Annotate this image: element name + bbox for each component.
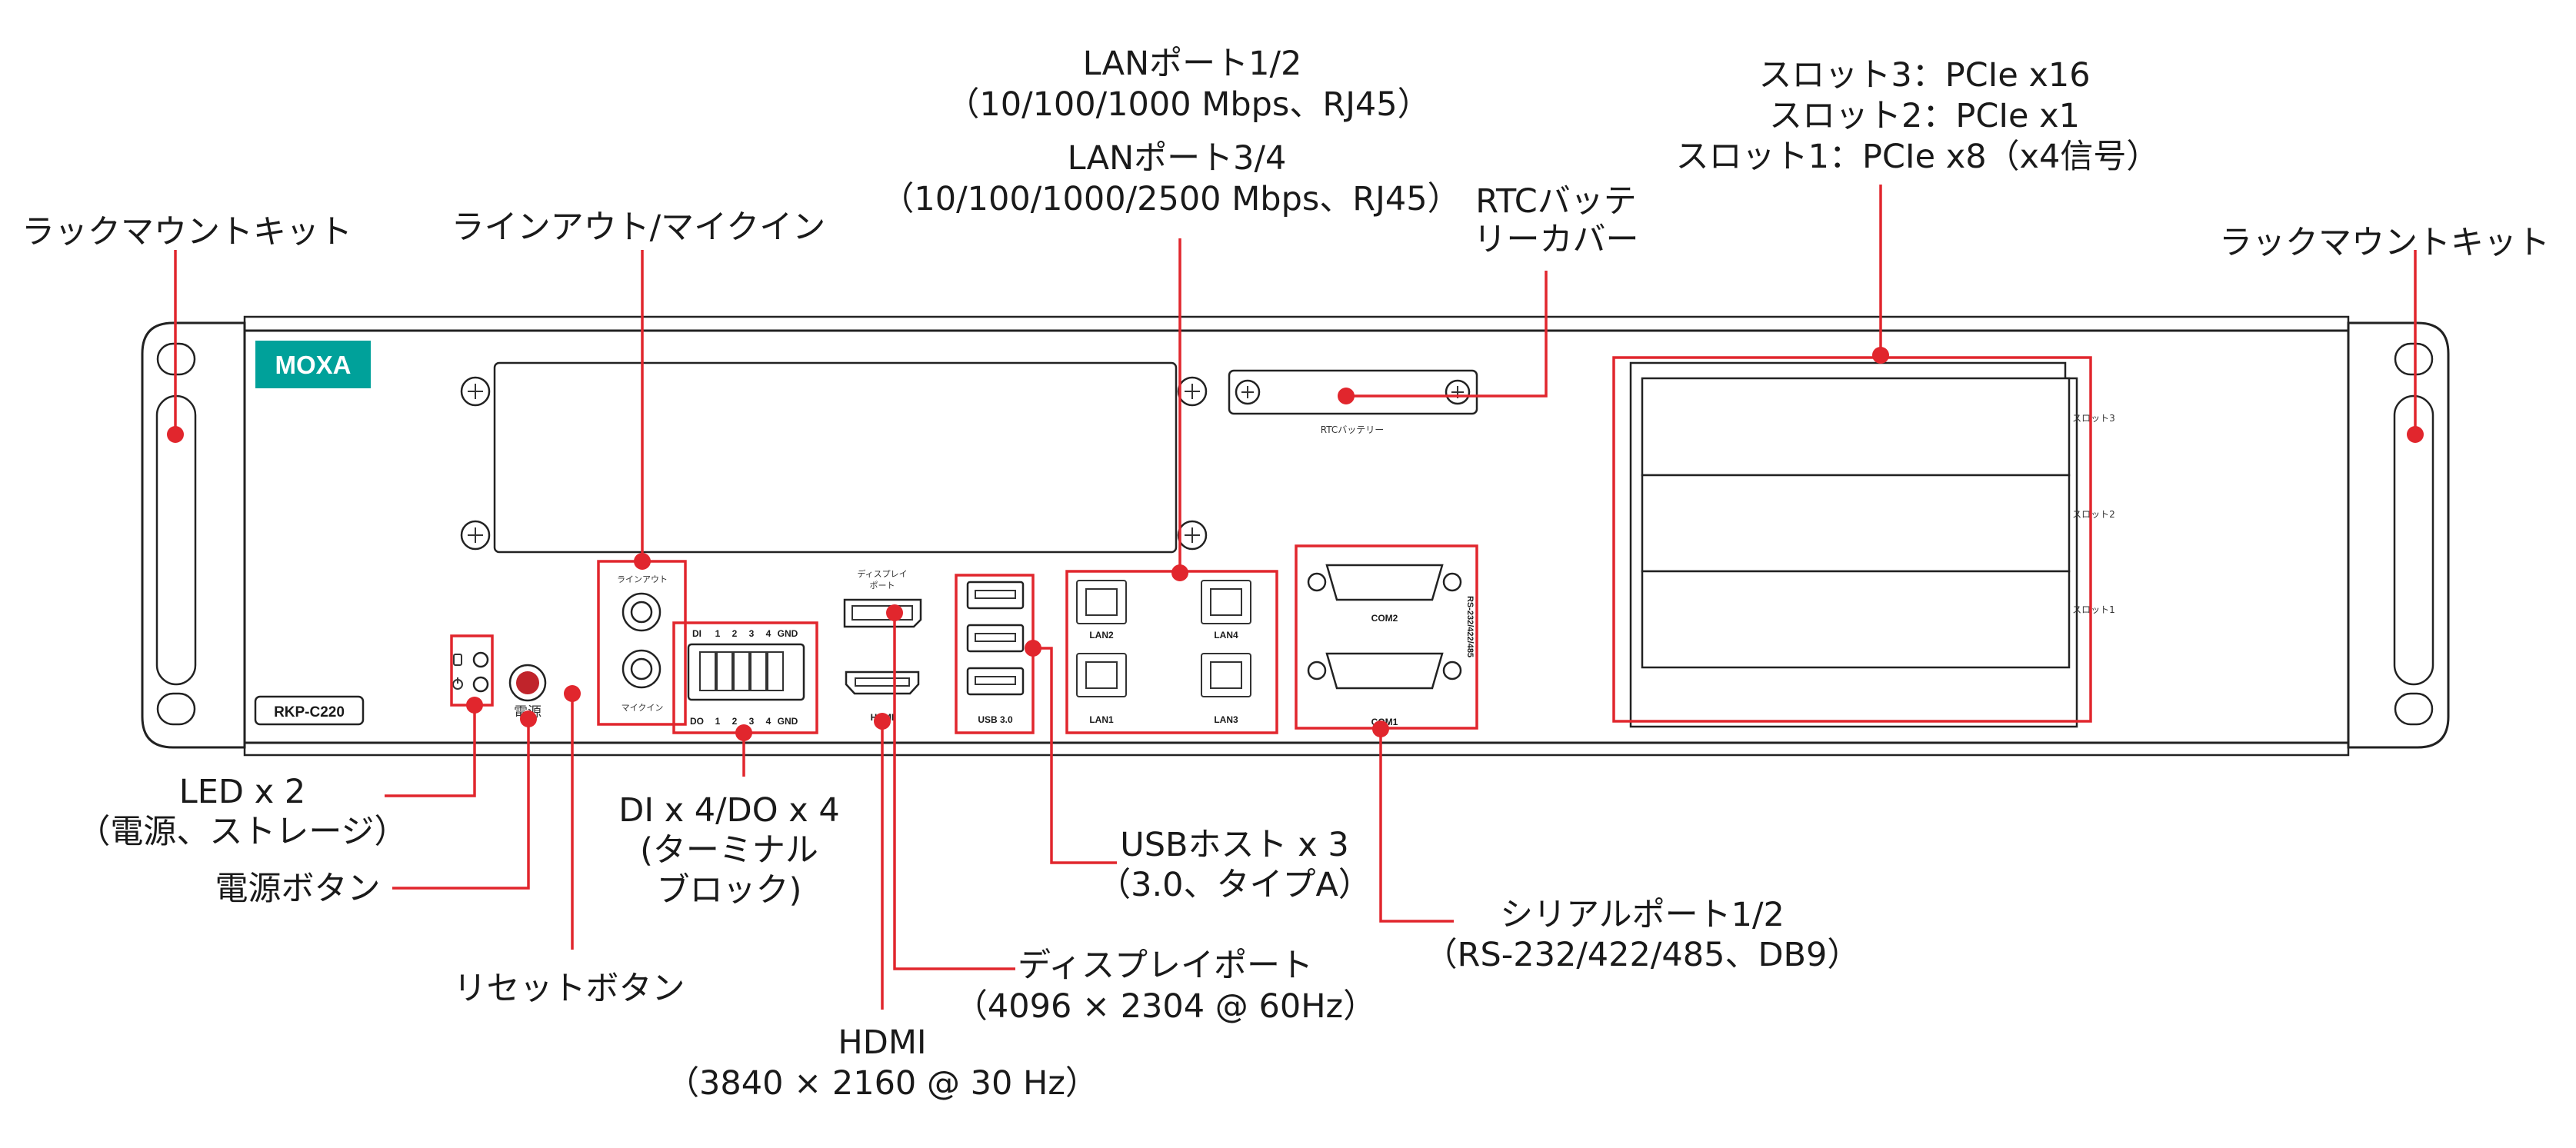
lan12-title: LANポート1/2: [1083, 45, 1302, 83]
power-button-callout: 電源ボタン: [215, 870, 381, 908]
dio-label-line1: DI x 4/DO x 4: [618, 791, 840, 830]
di-label: 3: [749, 628, 755, 639]
hdmi-label-line1: HDMI: [838, 1023, 926, 1062]
serial-label-line1: シリアルポート1/2: [1500, 896, 1785, 934]
rtc-label-line2: リーカバー: [1474, 221, 1639, 259]
di-label: GND: [778, 628, 798, 639]
slots-line2: スロット2：PCIe x1: [1769, 97, 2080, 135]
hdmi-label-line2: （3840 × 2160 @ 30 Hz）: [666, 1064, 1098, 1103]
callout-labels: ラックマウントキット ラックマウントキット ラインアウト/マイクイン LANポー…: [22, 45, 2550, 1103]
slot3-panel-label: スロット3: [2072, 413, 2115, 424]
mic-in-panel-label: マイクイン: [622, 703, 664, 713]
rack-right-label: ラックマウントキット: [2219, 224, 2550, 262]
di-label: 2: [732, 628, 738, 639]
lan-ports: LAN2 LAN4 LAN1 LAN3: [1076, 580, 1251, 725]
dp-panel-label: ポート: [870, 581, 895, 591]
dio-label-line2: (ターミナル: [640, 831, 818, 870]
screw-icon: [460, 376, 1208, 551]
lan4-panel-label: LAN4: [1214, 630, 1238, 641]
di-label: DI: [692, 628, 701, 639]
chassis: MOXA RTCバッテリー スロット3 スロット2: [141, 315, 2450, 757]
lan3-panel-label: LAN3: [1214, 714, 1238, 725]
slot-highlight: [1612, 356, 2092, 723]
dp-label-line1: ディスプレイポート: [1018, 947, 1313, 985]
logo-text: MOXA: [275, 351, 352, 379]
di-label: 4: [766, 628, 771, 639]
rtc-label-line1: RTCバッテ: [1475, 182, 1637, 221]
storage-cover: [460, 361, 1208, 554]
usb-label-line1: USBホスト x 3: [1120, 826, 1348, 864]
displayport: ディスプレイ ポート: [843, 568, 922, 628]
leader-lines: [167, 185, 2424, 1010]
di-label: 1: [715, 628, 721, 639]
usb-ports: USB 3.0: [966, 581, 1025, 725]
rtc-panel-label: RTCバッテリー: [1321, 424, 1384, 435]
do-label: 2: [732, 716, 738, 727]
left-rack-ear: [141, 321, 246, 749]
do-label: DO: [690, 716, 704, 727]
usb-panel-label: USB 3.0: [978, 714, 1013, 725]
rack-left-label: ラックマウントキット: [22, 213, 352, 251]
lan1-panel-label: LAN1: [1089, 714, 1114, 725]
serial-side-label: RS-232/422/485: [1465, 596, 1475, 657]
audio-jacks: ラインアウト マイクイン: [617, 574, 668, 713]
dp-label-line2: （4096 × 2304 @ 60Hz）: [955, 987, 1376, 1026]
usb-label-line2: （3.0、タイプA）: [1098, 866, 1371, 904]
slot1-panel-label: スロット1: [2072, 604, 2115, 615]
lan34-title: LANポート3/4: [1068, 139, 1287, 178]
lan12-spec: （10/100/1000 Mbps、RJ45）: [946, 85, 1430, 124]
line-out-panel-label: ラインアウト: [617, 574, 668, 584]
slots-line3: スロット1：PCIe x8（x4信号）: [1676, 138, 2160, 176]
lan34-spec: （10/100/1000/2500 Mbps、RJ45）: [881, 180, 1460, 218]
dio-label-line3: ブロック): [657, 871, 802, 910]
do-label: GND: [778, 716, 798, 727]
terminal-block: DI 1 2 3 4 GND DO 1 2 3 4 GND: [687, 628, 805, 727]
moxa-logo: MOXA: [255, 341, 371, 388]
model-label: RKP-C220: [274, 704, 345, 720]
dp-panel-label: ディスプレイ: [857, 568, 907, 579]
lan2-panel-label: LAN2: [1089, 630, 1114, 641]
model-badge: RKP-C220: [254, 695, 365, 726]
right-rack-ear: [2347, 321, 2450, 749]
lineout-label: ラインアウト/マイクイン: [452, 208, 826, 247]
serial-label-line2: （RS-232/422/485、DB9）: [1425, 936, 1861, 974]
com2-panel-label: COM2: [1371, 613, 1398, 624]
slot2-panel-label: スロット2: [2072, 509, 2115, 520]
status-leds: [452, 651, 489, 693]
storage-icon: [453, 654, 462, 666]
slots-line1: スロット3：PCIe x16: [1758, 56, 2090, 95]
com-ports: COM2 COM1 RS-232/422/485: [1307, 564, 1475, 727]
led-label-line2: （電源、ストレージ）: [77, 813, 407, 851]
do-label: 4: [766, 716, 771, 727]
highlight-boxes: [450, 356, 2092, 734]
power-icon: [452, 677, 463, 690]
do-label: 1: [715, 716, 721, 727]
pcie-slots: スロット3 スロット2 スロット1: [1629, 361, 2115, 728]
led-label-line1: LED x 2: [179, 773, 305, 811]
reset-button-callout: リセットボタン: [454, 970, 685, 1008]
do-label: 3: [749, 716, 755, 727]
